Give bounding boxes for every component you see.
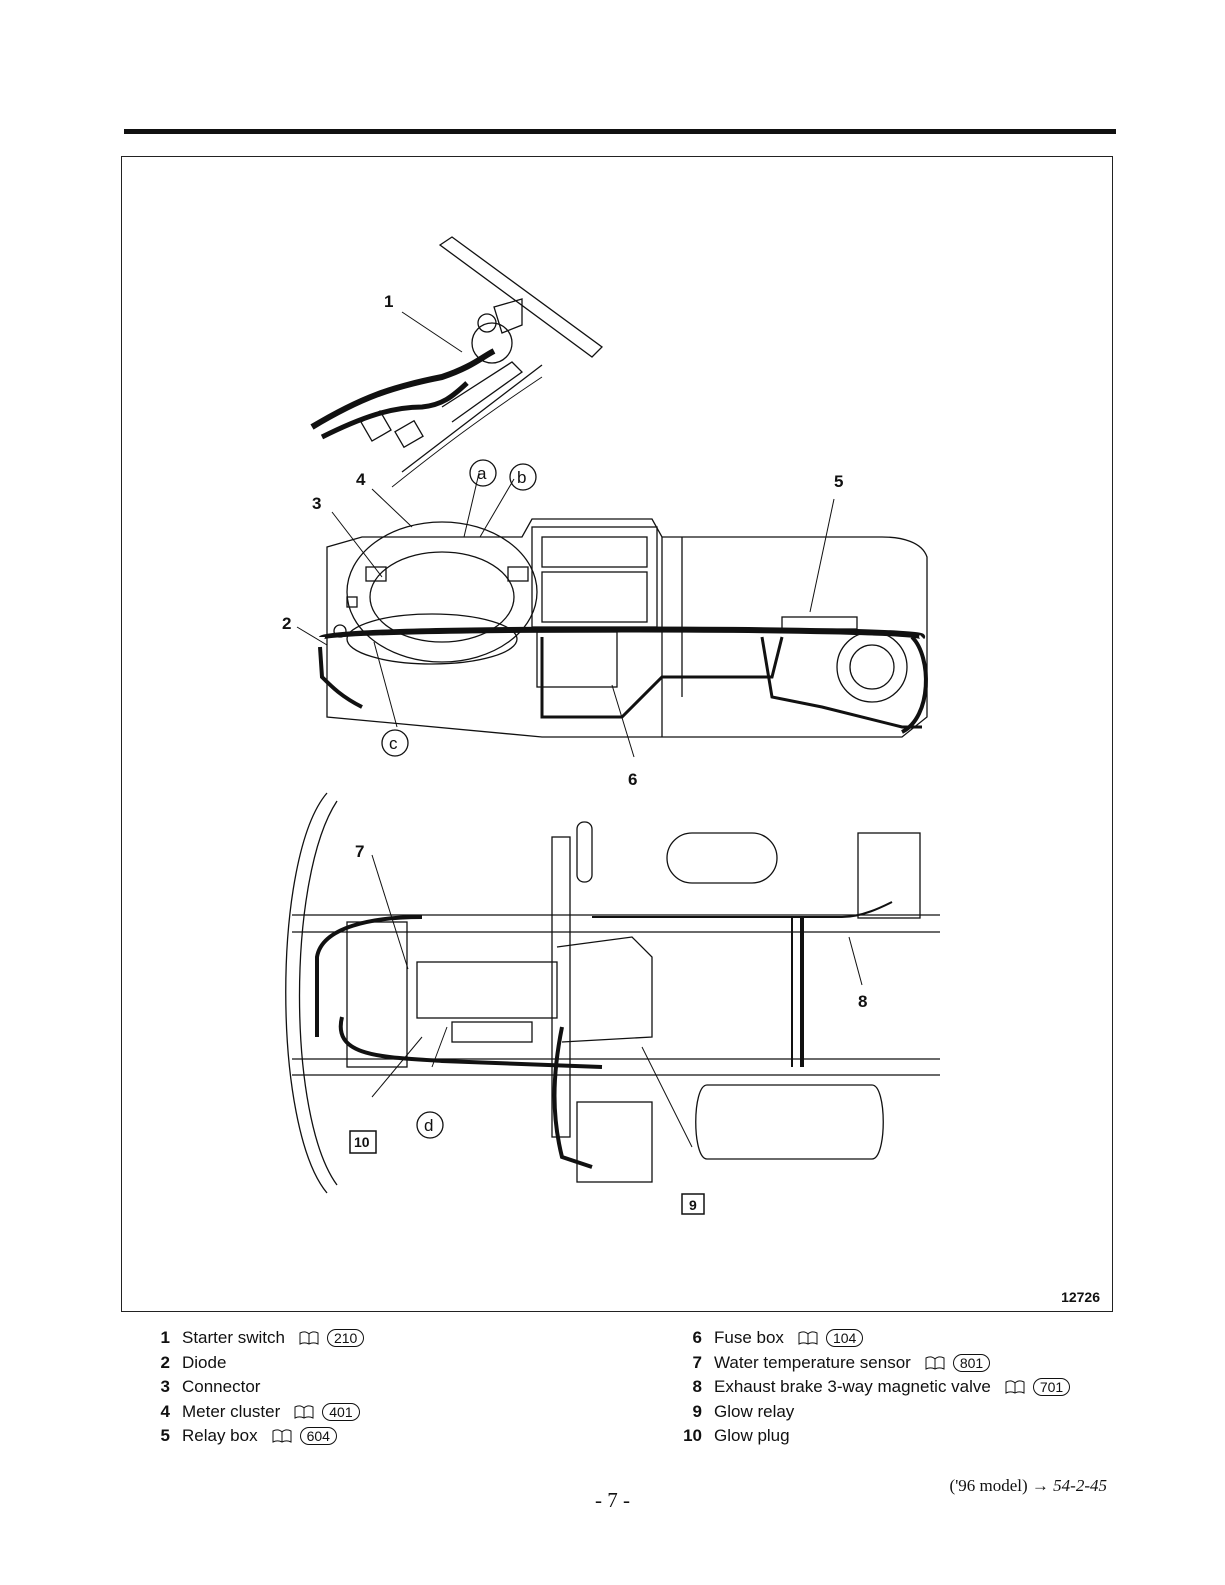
callout-6: 6 xyxy=(628,770,637,789)
steering-column-drawing xyxy=(312,237,602,487)
legend-num: 6 xyxy=(672,1326,702,1351)
legend-item: 10 Glow plug xyxy=(672,1424,1070,1449)
callout-9: 9 xyxy=(689,1197,697,1213)
callout-1: 1 xyxy=(384,292,393,311)
page-ref-badge: 210 xyxy=(327,1329,364,1347)
legend-item: 2 Diode xyxy=(140,1351,364,1376)
book-icon xyxy=(925,1356,945,1370)
legend-item: 4 Meter cluster 401 xyxy=(140,1400,364,1425)
callout-d: d xyxy=(424,1116,433,1135)
arrow-icon: → xyxy=(1032,1476,1049,1495)
figure-number: 12726 xyxy=(1061,1289,1100,1305)
book-icon xyxy=(299,1331,319,1345)
legend-item: 8 Exhaust brake 3-way magnetic valve 701 xyxy=(672,1375,1070,1400)
figure-frame: 1 2 3 4 5 6 7 8 a b c d 9 10 12726 xyxy=(121,156,1113,1312)
book-icon xyxy=(1005,1380,1025,1394)
leader-lines xyxy=(297,312,862,1147)
legend-label: Glow relay xyxy=(714,1400,794,1425)
legend-num: 1 xyxy=(140,1326,170,1351)
book-icon xyxy=(798,1331,818,1345)
legend-num: 4 xyxy=(140,1400,170,1425)
legend-num: 5 xyxy=(140,1424,170,1449)
legend-num: 9 xyxy=(672,1400,702,1425)
callout-10: 10 xyxy=(354,1134,370,1150)
legend-item: 9 Glow relay xyxy=(672,1400,1070,1425)
legend-label: Fuse box xyxy=(714,1326,784,1351)
manual-reference: 54-2-45 xyxy=(1053,1476,1107,1495)
callout-7: 7 xyxy=(355,842,364,861)
legend-label: Glow plug xyxy=(714,1424,790,1449)
legend-item: 6 Fuse box 104 xyxy=(672,1326,1070,1351)
legend-num: 2 xyxy=(140,1351,170,1376)
dashboard-drawing xyxy=(320,519,927,737)
callout-5: 5 xyxy=(834,472,843,491)
callout-2: 2 xyxy=(282,614,291,633)
legend-num: 3 xyxy=(140,1375,170,1400)
callout-8: 8 xyxy=(858,992,867,1011)
wiring-diagram: 1 2 3 4 5 6 7 8 a b c d 9 10 xyxy=(122,157,1114,1313)
legend-label: Starter switch xyxy=(182,1326,285,1351)
legend-num: 8 xyxy=(672,1375,702,1400)
legend-item: 3 Connector xyxy=(140,1375,364,1400)
book-icon xyxy=(272,1429,292,1443)
legend-right: 6 Fuse box 104 7 Water temperature senso… xyxy=(672,1326,1070,1449)
legend-num: 10 xyxy=(672,1424,702,1449)
chassis-drawing xyxy=(286,793,940,1193)
model-year: ('96 model) xyxy=(950,1476,1028,1495)
callout-b: b xyxy=(517,468,526,487)
page-ref-badge: 801 xyxy=(953,1354,990,1372)
legend-label: Relay box xyxy=(182,1424,258,1449)
callout-3: 3 xyxy=(312,494,321,513)
legend-label: Water temperature sensor xyxy=(714,1351,911,1376)
callout-c: c xyxy=(389,734,398,753)
legend-label: Exhaust brake 3-way magnetic valve xyxy=(714,1375,991,1400)
legend-label: Diode xyxy=(182,1351,226,1376)
legend-left: 1 Starter switch 210 2 Diode 3 Connector… xyxy=(140,1326,364,1449)
page-ref-badge: 604 xyxy=(300,1427,337,1445)
legend-label: Connector xyxy=(182,1375,260,1400)
model-reference: ('96 model) → 54-2-45 xyxy=(950,1476,1107,1496)
legend-item: 1 Starter switch 210 xyxy=(140,1326,364,1351)
callout-4: 4 xyxy=(356,470,366,489)
page-ref-badge: 104 xyxy=(826,1329,863,1347)
page-ref-badge: 401 xyxy=(322,1403,359,1421)
legend-label: Meter cluster xyxy=(182,1400,280,1425)
legend-item: 7 Water temperature sensor 801 xyxy=(672,1351,1070,1376)
page-ref-badge: 701 xyxy=(1033,1378,1070,1396)
book-icon xyxy=(294,1405,314,1419)
callout-a: a xyxy=(477,464,487,483)
legend-item: 5 Relay box 604 xyxy=(140,1424,364,1449)
top-rule xyxy=(124,129,1116,134)
legend-num: 7 xyxy=(672,1351,702,1376)
